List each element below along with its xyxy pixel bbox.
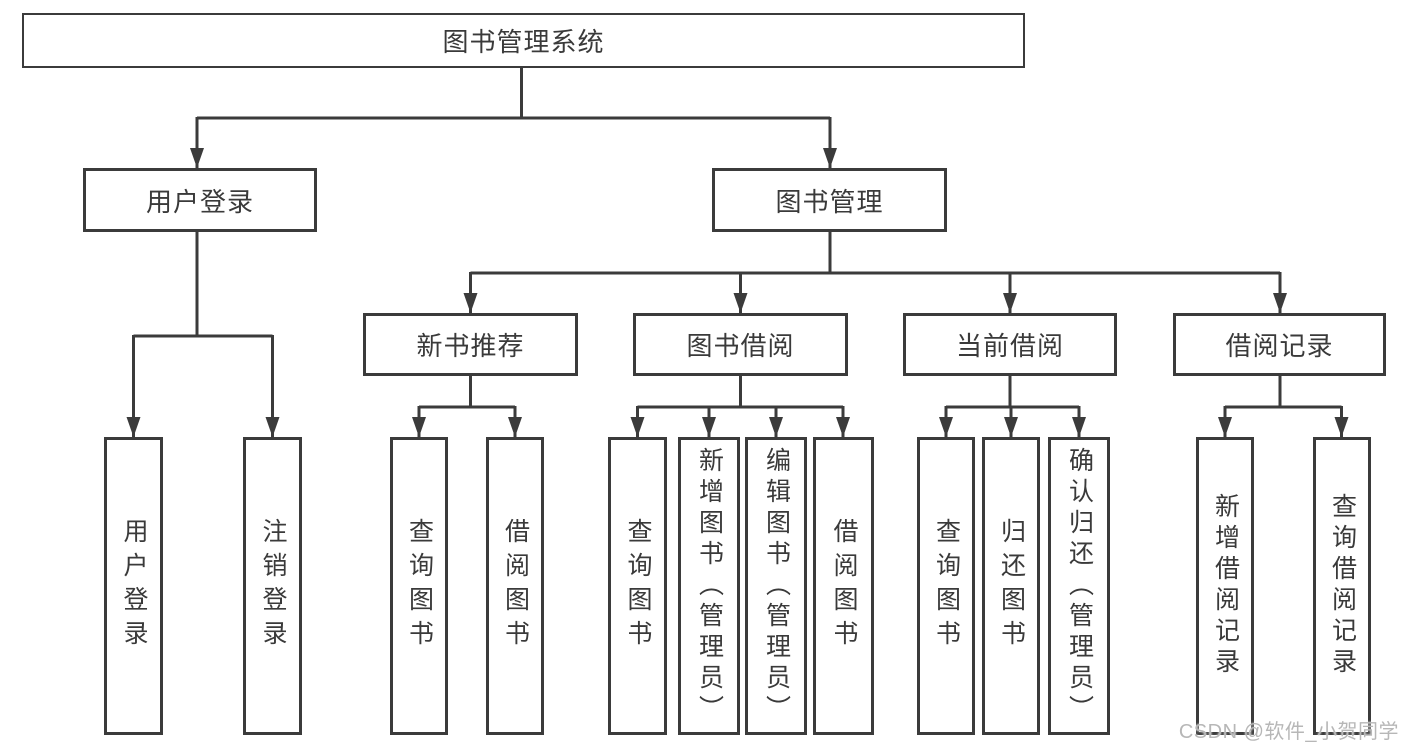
connector-current-rail [946, 376, 1079, 409]
leaf-label: 借阅图书 [501, 518, 530, 654]
node-label: 新书推荐 [416, 331, 525, 361]
leaf-return-books: 归还图书 [982, 437, 1040, 735]
node-label: 图书管理 [775, 186, 884, 217]
connector-mgmt-rail [470, 232, 1280, 275]
leaf-label: 查询图书 [932, 518, 961, 654]
watermark: CSDN @软件_小贺同学 [1178, 721, 1399, 743]
connector-login-rail [133, 232, 273, 338]
leaf-label: 新增借阅记录 [1211, 493, 1240, 679]
leaf-label: 归还图书 [997, 518, 1026, 654]
leaf-label: 查询图书 [405, 518, 434, 654]
node-new-book-recommend: 新书推荐 [363, 313, 578, 376]
connector-records-rail [1225, 376, 1342, 409]
connector-recommend-rail [419, 376, 515, 409]
leaf-label: 确认归还（管理员） [1065, 446, 1094, 726]
leaf-label: 新增图书（管理员） [695, 446, 724, 726]
leaf-query-books-current: 查询图书 [917, 437, 975, 735]
node-book-management-system: 图书管理系统 [22, 13, 1025, 68]
leaf-label: 借阅图书 [830, 518, 858, 654]
leaf-label: 用户登录 [120, 518, 148, 654]
leaf-borrow-books-recommend: 借阅图书 [486, 437, 544, 735]
node-label: 图书借阅 [686, 331, 795, 361]
node-label: 用户登录 [145, 186, 254, 217]
node-label: 图书管理系统 [442, 27, 605, 57]
connector-root-rail [197, 68, 830, 120]
leaf-borrow-books-borrowing: 借阅图书 [813, 437, 874, 735]
node-user-login: 用户登录 [83, 168, 317, 232]
leaf-confirm-return-admin: 确认归还（管理员） [1048, 437, 1110, 735]
node-current-borrowing: 当前借阅 [903, 313, 1117, 376]
node-book-borrowing: 图书借阅 [633, 313, 848, 376]
leaf-label: 注销登录 [259, 518, 287, 654]
leaf-add-borrow-record: 新增借阅记录 [1196, 437, 1254, 735]
node-label: 当前借阅 [955, 331, 1064, 361]
leaf-query-books-recommend: 查询图书 [390, 437, 448, 735]
leaf-label: 查询借阅记录 [1328, 493, 1357, 679]
node-book-management: 图书管理 [712, 168, 947, 232]
node-label: 借阅记录 [1225, 331, 1334, 361]
leaf-edit-book-admin: 编辑图书（管理员） [745, 437, 807, 735]
leaf-label: 编辑图书（管理员） [762, 446, 791, 726]
leaf-logout: 注销登录 [243, 437, 302, 735]
node-borrowing-records: 借阅记录 [1173, 313, 1386, 376]
leaf-query-borrow-record: 查询借阅记录 [1313, 437, 1371, 735]
leaf-label: 查询图书 [624, 518, 652, 654]
leaf-add-book-admin: 新增图书（管理员） [678, 437, 740, 735]
connector-borrowing-rail [637, 376, 843, 409]
leaf-query-books-borrowing: 查询图书 [608, 437, 667, 735]
leaf-user-login: 用户登录 [104, 437, 163, 735]
